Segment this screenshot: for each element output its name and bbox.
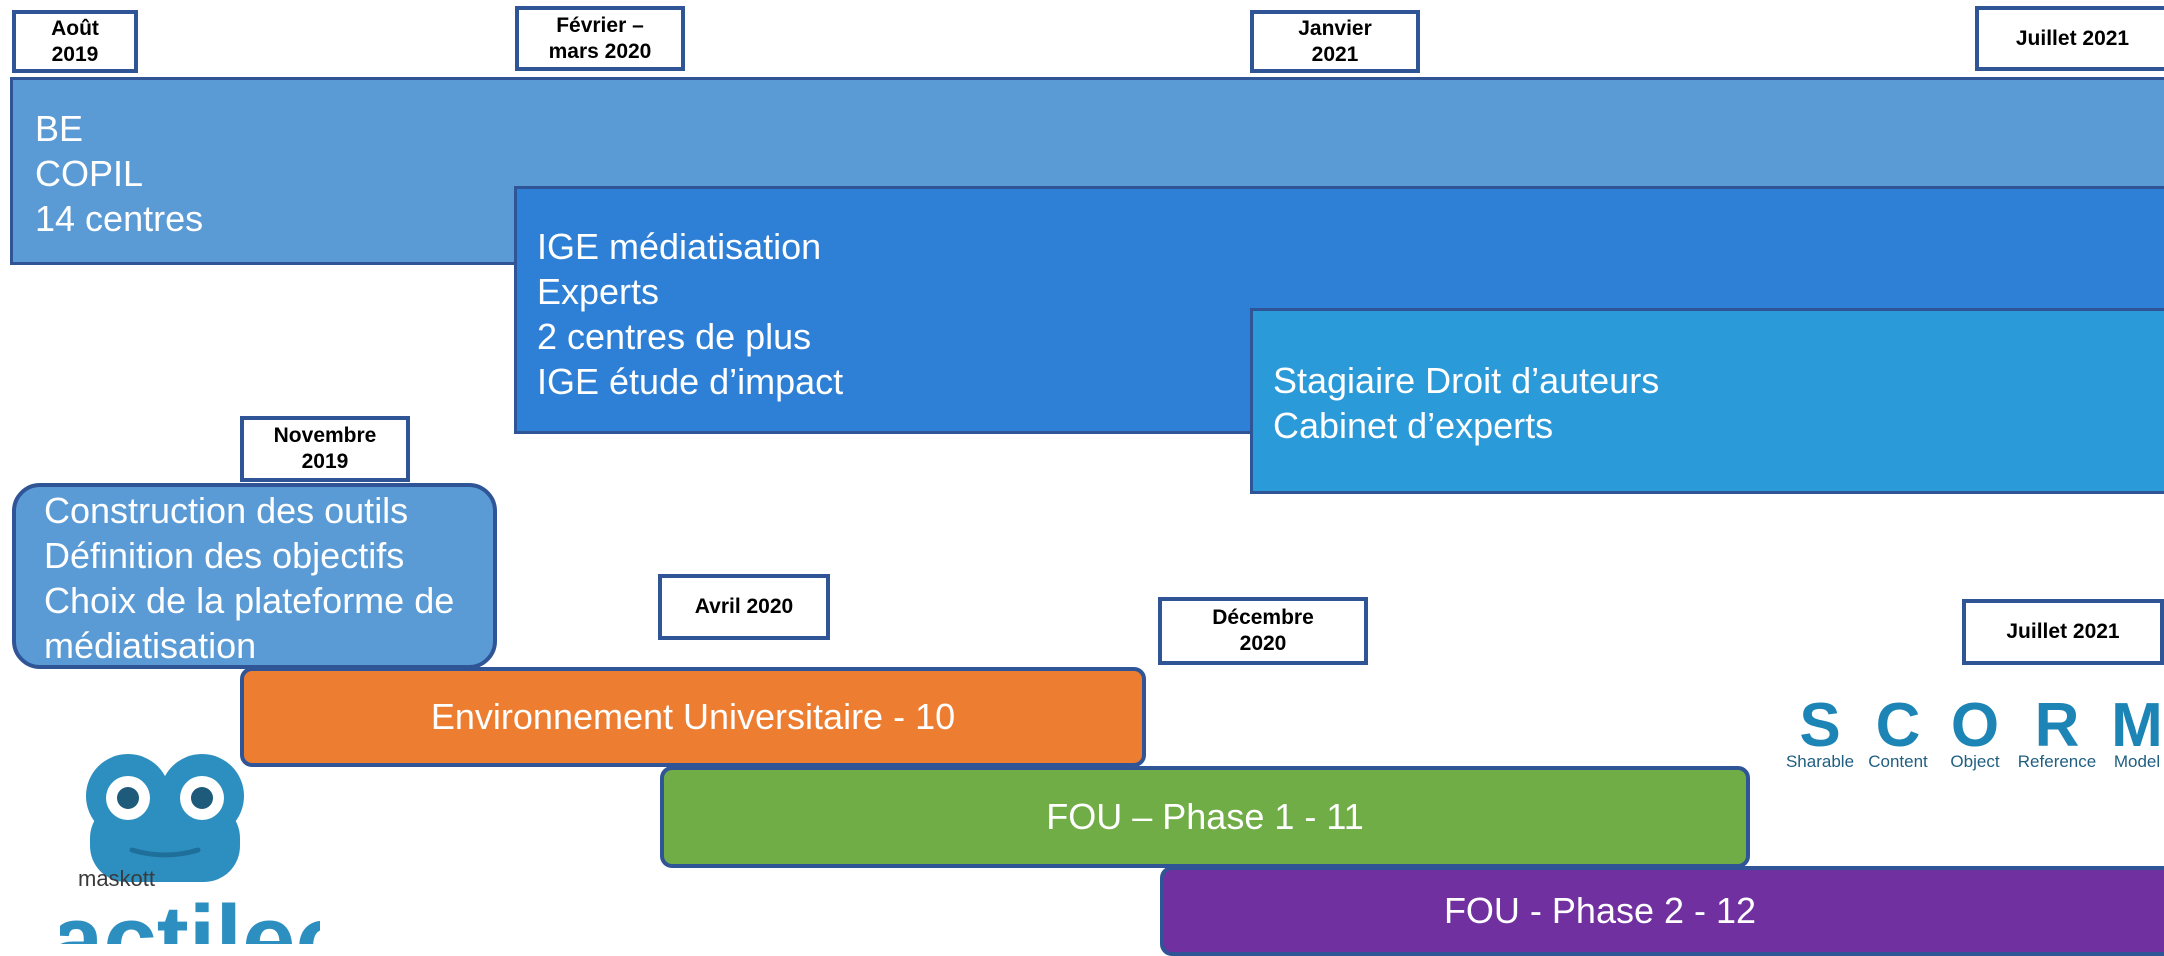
date-label: Novembre [273,424,377,447]
bar-line: COPIL [35,153,144,194]
bar-line: Experts [537,271,660,312]
date-tag-novembre-2019: Novembre 2019 [240,416,410,482]
scorm-word: Model [2113,752,2161,771]
date-label: Avril 2020 [694,595,794,618]
bar-line: BE [35,108,84,149]
maskott-logo: maskott tactileo [60,752,320,944]
bar-line: IGE étude d’impact [537,361,844,402]
scorm-letter: S [1799,691,1841,760]
date-label: Janvier [1298,16,1372,40]
tools-line: Définition des objectifs [44,535,405,576]
phase-fou-2: FOU - Phase 2 - 12 [1160,866,2164,956]
date-label: Juillet 2021 [2006,620,2120,643]
phase-fou-1: FOU – Phase 1 - 11 [660,766,1750,868]
bar-stagiaire: Stagiaire Droit d’auteurs Cabinet d’expe… [1250,308,2164,494]
tools-line: Choix de la plateforme de [44,580,455,621]
bar-line: 2 centres de plus [537,316,812,357]
date-label: Juillet 2021 [2015,26,2130,50]
date-label: 2021 [1311,42,1359,66]
bar-line: IGE médiatisation [537,226,822,267]
date-tag-juillet-2021-top: Juillet 2021 [1975,6,2164,71]
scorm-word: Object [1950,752,2000,771]
tools-line: médiatisation [44,625,257,666]
date-tag-fevrier-mars-2020: Février –mars 2020 [515,6,685,71]
tactileo-label: tactileo [60,886,320,945]
bar-line: 14 centres [35,198,204,239]
date-tag-decembre-2020: Décembre 2020 [1158,597,1368,665]
bar-line: Stagiaire Droit d’auteurs [1273,360,1660,401]
date-label: 2019 [51,42,99,66]
scorm-word: Sharable [1785,752,1855,771]
tools-line: Construction des outils [44,490,409,531]
phase-environnement-universitaire: Environnement Universitaire - 10 [240,667,1146,767]
date-tag-juillet-2021-bottom: Juillet 2021 [1962,599,2164,665]
frog-mascot-icon [86,754,244,882]
date-label: mars 2020 [548,39,652,63]
tools-box: Construction des outils Définition des o… [12,483,497,669]
phase-label: FOU – Phase 1 - 11 [1046,796,1364,837]
scorm-logo: S C O R M Sharable Content Object Refere… [1780,695,2164,775]
phase-label: FOU - Phase 2 - 12 [1443,890,1757,931]
date-label: 2019 [301,450,349,473]
date-label: Août [51,16,99,40]
scorm-letter: O [1950,691,2000,760]
date-label: Décembre [1212,606,1314,629]
date-tag-avril-2020: Avril 2020 [658,574,830,640]
maskott-label: maskott [78,866,156,891]
scorm-word: Reference [2017,752,2097,771]
scorm-word: Content [1868,752,1928,771]
scorm-letter: R [2034,691,2080,760]
phase-label: Environnement Universitaire - 10 [430,696,956,737]
scorm-letter: C [1875,691,1921,760]
date-label: Février – [556,13,644,37]
scorm-letter: M [2111,691,2163,760]
bar-line: Cabinet d’experts [1273,405,1554,446]
date-label: 2020 [1239,632,1287,655]
